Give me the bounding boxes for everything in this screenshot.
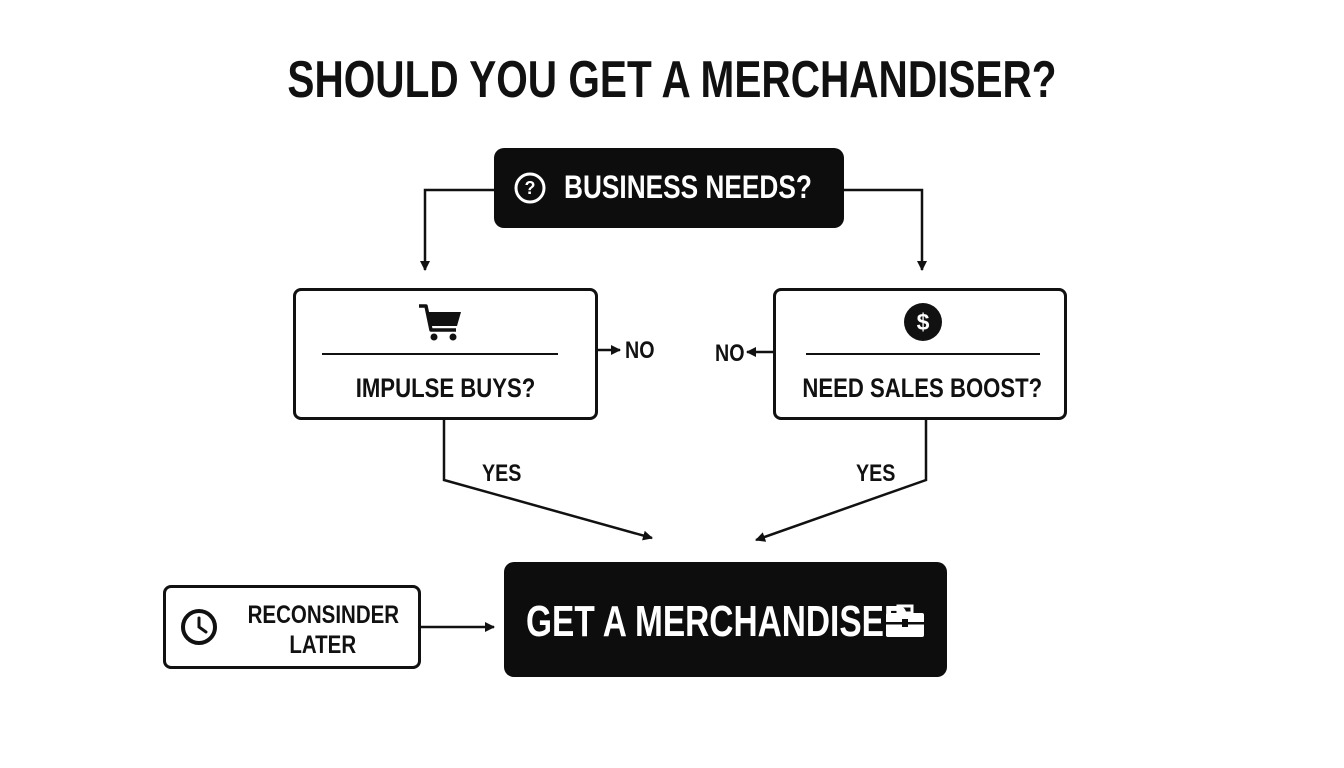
reconsider-later-node: RECONSINDER LATER	[163, 585, 421, 669]
reconsider-label-line2: LATER	[289, 631, 357, 659]
business-needs-label: BUSINESS NEEDS?	[564, 169, 812, 205]
sales-divider	[806, 353, 1040, 355]
svg-text:?: ?	[525, 178, 536, 198]
diagram-title: SHOULD YOU GET A MERCHANDISER?	[287, 51, 1057, 109]
get-merchandiser-node: GET A MERCHANDISER	[504, 562, 947, 677]
clock-icon	[181, 609, 217, 645]
sales-no-label: NO	[715, 340, 745, 367]
impulse-yes-label: YES	[482, 460, 522, 487]
sales-boost-node: $ NEED SALES BOOST?	[773, 288, 1067, 420]
dollar-icon: $	[904, 303, 942, 341]
impulse-buys-node: IMPULSE BUYS?	[293, 288, 598, 420]
edge-business-to-sales	[843, 188, 927, 271]
impulse-no-label: NO	[625, 337, 655, 364]
get-merchandiser-label: GET A MERCHANDISER	[526, 597, 909, 646]
shopping-cart-icon	[419, 304, 461, 341]
briefcase-icon	[886, 604, 924, 637]
business-needs-node: ? BUSINESS NEEDS?	[494, 148, 844, 228]
reconsider-label-line1: RECONSINDER	[247, 601, 399, 629]
svg-text:$: $	[917, 309, 930, 335]
question-icon: ?	[514, 172, 546, 204]
edge-impulse-yes	[442, 420, 653, 541]
sales-yes-label: YES	[856, 460, 896, 487]
edge-sales-yes	[755, 420, 928, 542]
impulse-buys-label: IMPULSE BUYS?	[355, 373, 536, 403]
edge-business-to-impulse	[420, 188, 494, 271]
impulse-divider	[322, 353, 558, 355]
sales-boost-label: NEED SALES BOOST?	[802, 373, 1043, 403]
